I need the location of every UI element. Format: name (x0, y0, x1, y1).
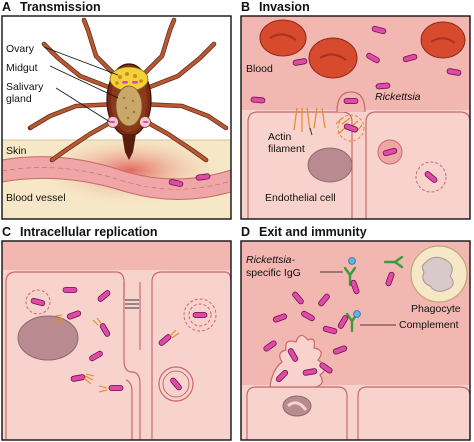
panel-b-frame (240, 15, 471, 220)
endothelium (2, 270, 231, 440)
panel-d-title: Exit and immunity (259, 225, 367, 239)
panel-b-letter: B (241, 0, 250, 14)
complement-proteins (336, 257, 361, 333)
double-membrane-vacuole (158, 366, 194, 402)
label-phagocyte: Phagocyte (411, 303, 461, 315)
label-rickettsia: Rickettsia (375, 91, 421, 103)
label-salivary-line2: gland (6, 93, 32, 105)
label-actin-line1: Actin (268, 131, 292, 143)
panel-invasion: B Invasion (240, 0, 471, 220)
lysed-vacuole-2 (183, 298, 217, 332)
label-ovary: Ovary (6, 43, 35, 55)
panel-d-leader-lines (320, 271, 396, 326)
phagocyte-cell (410, 245, 468, 303)
panel-c-title: Intracellular replication (20, 225, 158, 239)
label-igg-line1: Rickettsia- (246, 254, 296, 266)
panel-c-frame (1, 240, 232, 441)
label-endothelial-cell: Endothelial cell (265, 192, 336, 204)
actin-tails (53, 314, 180, 393)
actin-filaments (293, 107, 363, 135)
nucleus (17, 315, 79, 361)
panel-a-leader-lines (43, 46, 119, 123)
label-salivary-line1: Salivary (6, 81, 44, 93)
ovary-eggs (115, 72, 143, 85)
nucleus (282, 395, 312, 417)
invading-bacterium (343, 98, 359, 104)
panel-b-title: Invasion (259, 0, 310, 14)
tick-legs (28, 18, 228, 162)
panel-a-title: Transmission (20, 0, 101, 14)
lysed-vacuole (415, 161, 447, 193)
panel-transmission: A Transmission (1, 0, 232, 220)
igg-antibodies (343, 255, 404, 295)
endothelium (241, 110, 470, 219)
label-actin-line2: filament (268, 143, 305, 155)
blood-vessel (2, 156, 231, 201)
panel-d-frame (240, 240, 471, 441)
actin-leader-line (309, 127, 313, 136)
tick-mouthparts (122, 134, 136, 160)
double-membrane-vacuole-inner (162, 370, 190, 398)
midgut (115, 85, 143, 127)
label-complement: Complement (399, 319, 459, 331)
nucleus (307, 147, 353, 183)
panel-exit-and-immunity: D Exit and immunity (240, 225, 471, 441)
red-blood-cells (259, 19, 466, 79)
label-blood: Blood (246, 63, 273, 75)
actin-cup (337, 114, 365, 142)
panel-a-frame (1, 15, 232, 220)
lysed-vacuole (25, 289, 51, 315)
cell-junction (125, 299, 139, 309)
label-midgut: Midgut (6, 62, 38, 74)
panel-intracellular-replication: C Intracellular replication (1, 225, 232, 441)
label-skin: Skin (6, 145, 27, 157)
vessel-lumen (2, 167, 231, 190)
midgut-texture (122, 96, 136, 120)
ovary-rickettsia (122, 81, 138, 84)
panel-d-letter: D (241, 225, 250, 239)
endothelium (241, 385, 470, 440)
panel-a-letter: A (2, 0, 11, 14)
lysed-vacuole-2-inner (188, 303, 212, 327)
nucleus-fold (287, 401, 308, 411)
salivary-glands (107, 116, 151, 128)
label-igg-line2: specific IgG (246, 267, 301, 279)
label-blood-vessel: Blood vessel (6, 192, 66, 204)
vacuole-bacterium-2 (192, 311, 208, 319)
panel-c-letter: C (2, 225, 11, 239)
